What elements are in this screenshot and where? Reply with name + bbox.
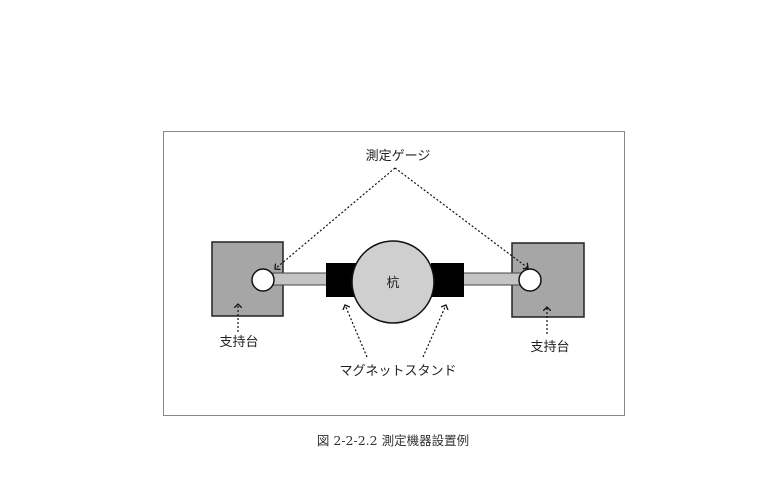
magnet-stand-label: マグネットスタンド bbox=[339, 364, 456, 379]
magnet-stand-right bbox=[431, 263, 464, 297]
figure-caption: 図 2-2-2.2 測定機器設置例 bbox=[317, 433, 469, 448]
rod-right bbox=[462, 272, 522, 286]
gauge-right bbox=[518, 268, 542, 292]
pile bbox=[351, 240, 435, 324]
support-left-label: 支持台 bbox=[219, 335, 258, 350]
gauge-left bbox=[251, 268, 275, 292]
magnet-arrow-left bbox=[345, 305, 368, 358]
gauge-label: 測定ゲージ bbox=[366, 149, 431, 164]
magnet-arrow-right bbox=[422, 305, 446, 358]
pile-label: 杭 bbox=[386, 276, 399, 291]
support-right-label: 支持台 bbox=[530, 340, 569, 355]
rod-left bbox=[272, 272, 328, 286]
